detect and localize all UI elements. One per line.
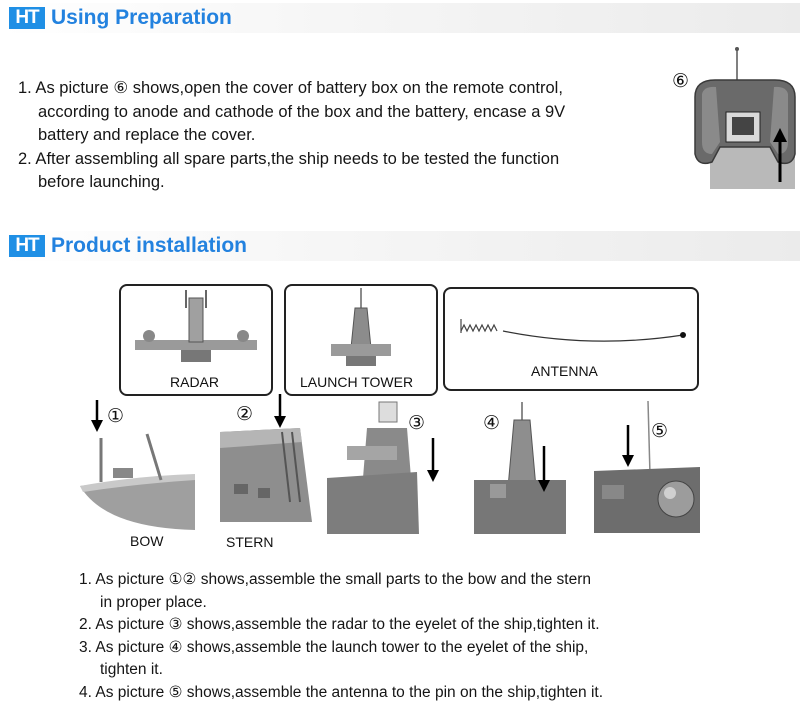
antenna-illustration xyxy=(460,319,686,342)
picture-number-5: ⑤ xyxy=(651,421,669,442)
instruction-line: 1. As picture ⑥ shows,open the cover of … xyxy=(18,79,563,97)
instruction-line: according to anode and cathode of the bo… xyxy=(38,102,566,121)
ht-badge: HT xyxy=(9,235,45,257)
picture-number-4: ④ xyxy=(483,413,501,434)
bow-label: BOW xyxy=(130,533,164,549)
picture-number-1: ① xyxy=(107,406,125,427)
section-title: Using Preparation xyxy=(51,6,232,29)
section-header-product-installation: HT Product installation xyxy=(0,231,800,261)
instruction-line: before launching. xyxy=(38,173,165,191)
antenna-mount-illustration xyxy=(594,400,700,533)
instruction-line: 2. After assembling all spare parts,the … xyxy=(18,149,560,168)
radar-part-box: RADAR xyxy=(119,284,273,396)
preparation-instructions: 1. As picture ⑥ shows,open the cover of … xyxy=(18,77,565,195)
radar-illustration xyxy=(135,290,257,362)
radar-label: RADAR xyxy=(170,374,220,390)
stern-illustration xyxy=(220,394,312,522)
radar-mount-illustration xyxy=(327,401,439,534)
antenna-label: ANTENNA xyxy=(531,363,598,379)
launch-tower-illustration xyxy=(331,288,391,366)
instruction-line: battery and replace the cover. xyxy=(38,126,256,144)
picture-number-2: ② xyxy=(236,404,254,425)
step-line: in proper place. xyxy=(100,593,207,611)
ht-badge: HT xyxy=(9,7,45,29)
antenna-part-box: ANTENNA xyxy=(443,287,699,391)
step-line: 3. As picture ④ shows,assemble the launc… xyxy=(79,638,589,656)
bow-illustration xyxy=(80,400,195,530)
picture-number-3: ③ xyxy=(408,413,426,434)
header-bar-background xyxy=(0,3,800,33)
step-line: tighten it. xyxy=(100,661,163,678)
step-line: 2. As picture ③ shows,assemble the radar… xyxy=(79,616,600,633)
step-line: 1. As picture ①② shows,assemble the smal… xyxy=(79,571,591,588)
installation-steps: 1. As picture ①② shows,assemble the smal… xyxy=(79,569,603,704)
step-line: 4. As picture ⑤ shows,assemble the anten… xyxy=(79,683,603,701)
launch-tower-part-box: LAUNCH TOWER xyxy=(284,284,438,396)
tower-mount-illustration xyxy=(474,402,566,534)
picture-number-6: ⑥ xyxy=(672,71,690,92)
section-title: Product installation xyxy=(51,234,248,257)
remote-control-illustration xyxy=(694,47,796,189)
launch-tower-label: LAUNCH TOWER xyxy=(300,374,414,390)
stern-label: STERN xyxy=(226,534,274,550)
header-bar-background xyxy=(0,231,800,261)
section-header-using-preparation: HT Using Preparation xyxy=(0,3,800,33)
